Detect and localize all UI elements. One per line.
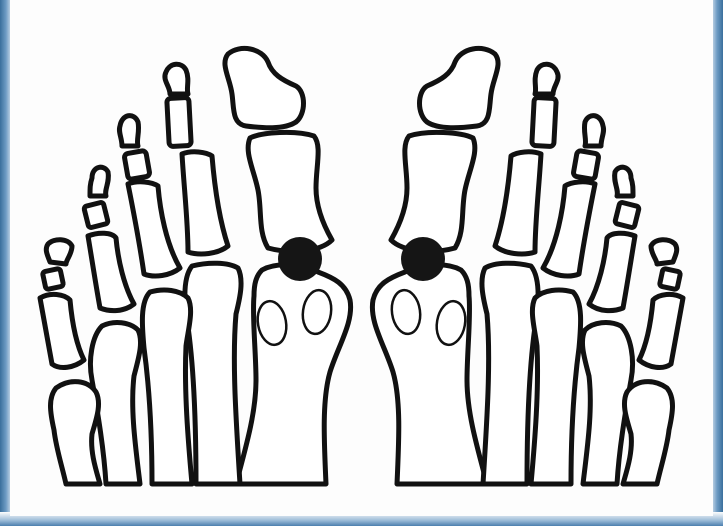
left-toe2-metatarsal bbox=[185, 263, 241, 484]
left-hallux-distal-phalanx bbox=[225, 48, 304, 127]
left-toe5-distal-phalanx bbox=[46, 240, 72, 264]
left-toe3-metatarsal bbox=[142, 290, 192, 484]
right-toe3-middle-phalanx bbox=[573, 150, 599, 179]
left-hallux-proximal-phalanx bbox=[248, 132, 332, 251]
right-toe5-middle-phalanx bbox=[659, 268, 680, 289]
right-toe4-distal-phalanx bbox=[615, 167, 633, 196]
right-toe3-metatarsal bbox=[531, 290, 581, 484]
right-foot bbox=[372, 48, 683, 484]
right-toe4-proximal-phalanx bbox=[589, 233, 635, 310]
right-hallux-proximal-phalanx bbox=[391, 132, 475, 251]
left-hallux-metatarsal bbox=[236, 265, 351, 484]
left-toe2-proximal-phalanx bbox=[182, 152, 228, 254]
right-toe2-proximal-phalanx bbox=[495, 152, 541, 254]
left-toe4-distal-phalanx bbox=[90, 167, 108, 196]
left-toe4-middle-phalanx bbox=[84, 202, 109, 228]
right-toe2-middle-phalanx bbox=[532, 97, 556, 146]
right-toe2-distal-phalanx bbox=[535, 64, 558, 94]
right-toe3-proximal-phalanx bbox=[543, 182, 595, 276]
left-toe4-proximal-phalanx bbox=[88, 233, 134, 310]
left-toe3-distal-phalanx bbox=[119, 116, 138, 146]
left-toe5-metatarsal bbox=[51, 382, 101, 484]
left-toe3-middle-phalanx bbox=[124, 150, 150, 179]
left-toe2-middle-phalanx bbox=[167, 97, 191, 146]
left-toe2-distal-phalanx bbox=[165, 64, 188, 94]
right-first-mtp-joint-marker bbox=[401, 237, 445, 281]
left-toe5-proximal-phalanx bbox=[40, 294, 84, 367]
left-first-mtp-joint-marker bbox=[278, 237, 322, 281]
left-foot bbox=[40, 48, 351, 484]
right-toe5-proximal-phalanx bbox=[639, 294, 683, 367]
right-toe5-metatarsal bbox=[623, 382, 673, 484]
right-toe4-middle-phalanx bbox=[615, 202, 640, 228]
right-hallux-metatarsal bbox=[372, 265, 487, 484]
right-toe5-distal-phalanx bbox=[651, 240, 677, 264]
right-toe3-distal-phalanx bbox=[584, 116, 603, 146]
right-hallux-distal-phalanx bbox=[420, 48, 499, 127]
left-toe3-proximal-phalanx bbox=[128, 182, 180, 276]
right-toe2-metatarsal bbox=[482, 263, 538, 484]
left-toe5-middle-phalanx bbox=[42, 268, 63, 289]
